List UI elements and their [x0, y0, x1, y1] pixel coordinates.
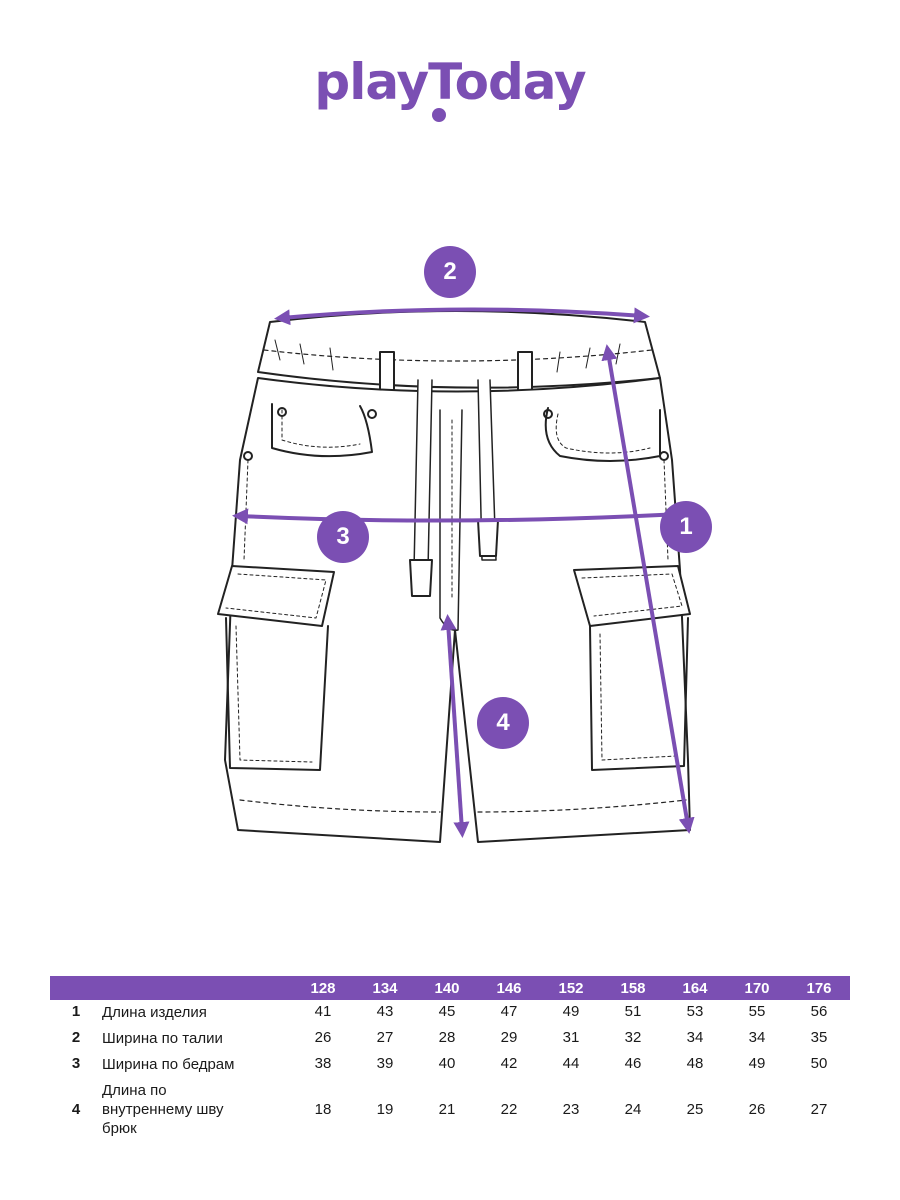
- measure-marker-3: 3: [317, 511, 369, 563]
- cell-value: 22: [500, 1101, 518, 1118]
- cell-value: 19: [376, 1101, 394, 1118]
- cell-value: 26: [314, 1029, 332, 1046]
- cell-value: 53: [686, 1003, 704, 1020]
- row-label: Ширина по бедрам: [102, 1056, 235, 1073]
- cell-value: 31: [562, 1029, 580, 1046]
- cell-value: 51: [624, 1003, 642, 1020]
- brand-logo-dot: [432, 108, 446, 122]
- size-col: 176: [788, 976, 850, 1000]
- cell-value: 27: [376, 1029, 394, 1046]
- cell-value: 49: [748, 1055, 766, 1072]
- size-col: 158: [602, 976, 664, 1000]
- row-label: Ширина по талии: [102, 1030, 223, 1047]
- brand-logo-text: playToday: [314, 53, 586, 111]
- measure-marker-4: 4: [477, 697, 529, 749]
- cell-value: 49: [562, 1003, 580, 1020]
- cell-value: 56: [810, 1003, 828, 1020]
- row-label: Длина по внутреннему шву брюк: [102, 1082, 224, 1137]
- cell-value: 21: [438, 1101, 456, 1118]
- header-num-cell: [50, 976, 102, 1000]
- cell-value: 45: [438, 1003, 456, 1020]
- size-col: 134: [354, 976, 416, 1000]
- measure-marker-1: 1: [660, 501, 712, 553]
- size-header-row: 128 134 140 146 152 158 164 170 176: [50, 976, 850, 1000]
- row-number: 3: [71, 1055, 81, 1072]
- cell-value: 23: [562, 1101, 580, 1118]
- cell-value: 27: [810, 1101, 828, 1118]
- cell-value: 41: [314, 1003, 332, 1020]
- size-col: 152: [540, 976, 602, 1000]
- cell-value: 32: [624, 1029, 642, 1046]
- cell-value: 43: [376, 1003, 394, 1020]
- size-col: 146: [478, 976, 540, 1000]
- cell-value: 47: [500, 1003, 518, 1020]
- cell-value: 50: [810, 1055, 828, 1072]
- cell-value: 25: [686, 1101, 704, 1118]
- cell-value: 34: [748, 1029, 766, 1046]
- size-col: 164: [664, 976, 726, 1000]
- size-col: 170: [726, 976, 788, 1000]
- cell-value: 28: [438, 1029, 456, 1046]
- cell-value: 44: [562, 1055, 580, 1072]
- brand-logo: playToday: [0, 52, 900, 112]
- header-label-cell: [102, 976, 292, 1000]
- row-number: 1: [71, 1003, 81, 1020]
- cell-value: 46: [624, 1055, 642, 1072]
- cell-value: 40: [438, 1055, 456, 1072]
- measure-line-2: [274, 307, 650, 326]
- row-number: 4: [71, 1101, 81, 1118]
- cell-value: 42: [500, 1055, 518, 1072]
- cell-value: 38: [314, 1055, 332, 1072]
- measure-line-1: [601, 344, 695, 834]
- size-col: 128: [292, 976, 354, 1000]
- shorts-sketch: [217, 307, 695, 843]
- row-number: 2: [71, 1029, 81, 1046]
- waistband: [257, 310, 661, 389]
- cell-value: 48: [686, 1055, 704, 1072]
- table-row: 2 Ширина по талии 26 27 28 29 31 32 34 3…: [50, 1026, 850, 1052]
- table-row: 4 Длина по внутреннему шву брюк 18 19 21…: [50, 1078, 850, 1142]
- left-cargo-flap: [217, 565, 335, 627]
- size-col: 140: [416, 976, 478, 1000]
- measure-marker-2: 2: [424, 246, 476, 298]
- cell-value: 55: [748, 1003, 766, 1020]
- cell-value: 34: [686, 1029, 704, 1046]
- row-label: Длина изделия: [102, 1004, 207, 1021]
- size-table: 128 134 140 146 152 158 164 170 176 1 Дл…: [50, 976, 850, 1142]
- measure-line-4: [440, 614, 470, 838]
- cell-value: 39: [376, 1055, 394, 1072]
- cell-value: 26: [748, 1101, 766, 1118]
- cell-value: 35: [810, 1029, 828, 1046]
- table-row: 1 Длина изделия 41 43 45 47 49 51 53 55 …: [50, 1000, 850, 1026]
- cell-value: 24: [624, 1101, 642, 1118]
- table-row: 3 Ширина по бедрам 38 39 40 42 44 46 48 …: [50, 1052, 850, 1078]
- cell-value: 18: [314, 1101, 332, 1118]
- cell-value: 29: [500, 1029, 518, 1046]
